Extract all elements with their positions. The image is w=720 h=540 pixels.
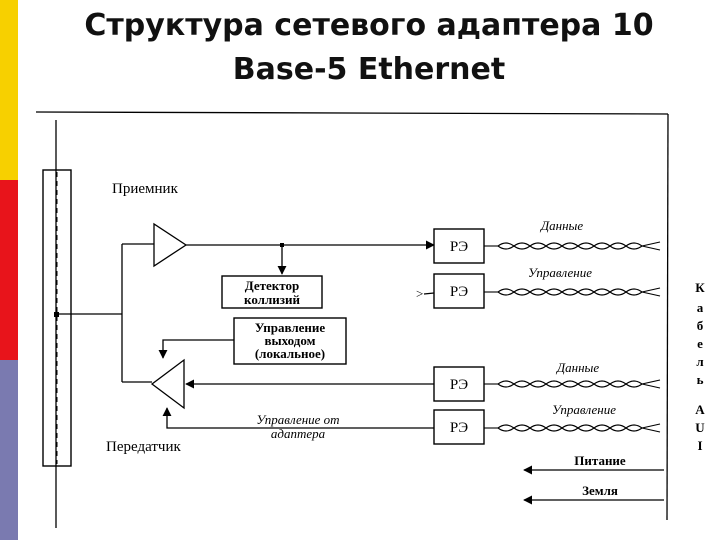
pe-label-2: РЭ [450,284,468,300]
pe-label-3: РЭ [450,377,468,393]
data-label-2: Данные [555,360,599,375]
frame [35,111,669,528]
cable-letter: I [697,438,702,453]
adapter-control-label-1: Управление от [256,412,339,427]
pe-box-4 [433,409,485,445]
cable-letter: б [697,318,704,333]
pe-box-1 [433,228,485,264]
output-control-box [233,317,347,365]
side-bar-yellow [0,0,18,180]
cable-letter: U [695,420,705,435]
collision-detector-label-1: Детектор [245,278,299,293]
transmitter-amplifier [150,358,185,410]
receiver-section [57,222,435,383]
ground-label: Земля [582,483,618,498]
cable-letter: е [697,336,703,351]
receiver-label: Приемник [112,181,179,197]
control-label-2: Управление [552,402,616,417]
pe-label-1: РЭ [450,239,468,255]
receiver-amplifier [153,222,188,268]
pe-box-2 [433,273,485,309]
power-ground-lines [523,465,664,505]
transmitter-label: Передатчик [106,439,181,455]
collision-arrow-text: > [416,286,423,301]
output-control-label-3: (локальное) [255,346,325,361]
twisted-pair-data-tx [484,379,661,389]
adapter-control-label-2: адаптера [271,426,326,441]
vertical-bus [42,169,72,467]
transmitter-section [150,339,434,429]
twisted-pair-data-rx [484,241,661,251]
title-line-2: Base-5 Ethernet [232,52,506,87]
title-line-1: Структура сетевого адаптера 10 [84,8,654,43]
cable-letter: а [697,300,704,315]
pe-boxes [433,228,485,445]
pe-box-3 [433,366,485,402]
data-label-1: Данные [539,218,583,233]
twisted-pairs [484,241,661,433]
collision-detector-label-2: коллизий [244,292,300,307]
output-control-label-1: Управление [255,320,326,335]
page-title: Структура сетевого адаптера 10 Base-5 Et… [18,4,720,92]
cable-letter: ь [697,372,704,387]
side-bar-blue [0,360,18,540]
power-label: Питание [574,453,626,468]
junction-dot [280,243,284,247]
side-bar-red [0,180,18,360]
twisted-pair-control-tx [484,423,661,433]
control-label-1: Управление [528,265,592,280]
cable-letter: л [696,354,703,369]
collision-detector-box [221,275,323,309]
pe-label-4: РЭ [450,420,468,436]
collision-input-line [423,292,435,295]
cable-letter: A [695,402,705,417]
output-control-label-2: выходом [265,333,316,348]
twisted-pair-control-rx [484,287,661,297]
cable-letter: К [695,280,705,295]
